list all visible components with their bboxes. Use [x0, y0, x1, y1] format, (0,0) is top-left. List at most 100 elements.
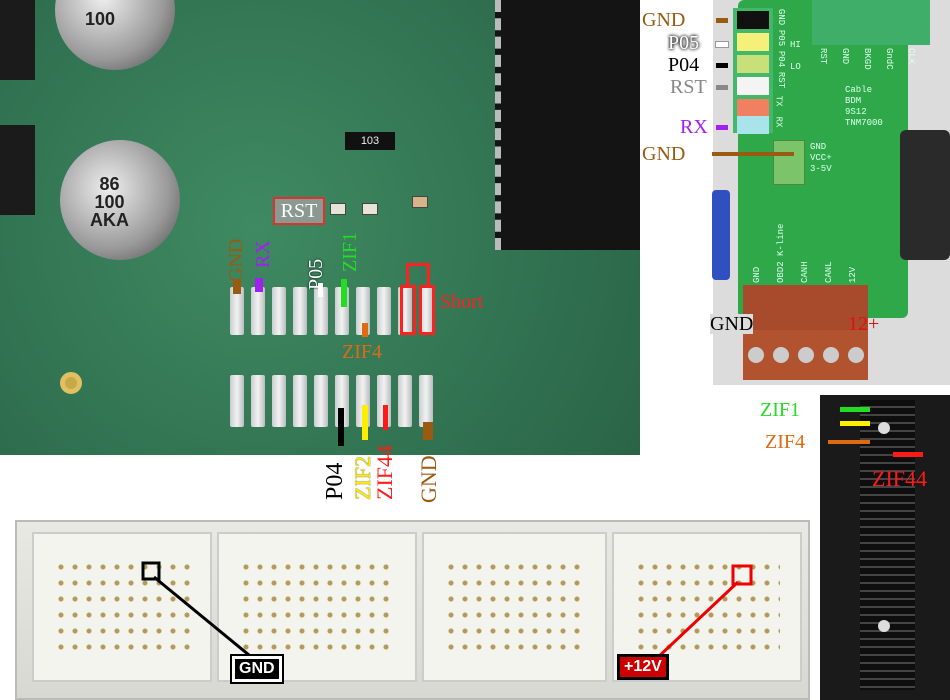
- v12-leader: [653, 580, 740, 662]
- silk-hi: HI: [790, 40, 801, 50]
- pcb-pad: [272, 287, 286, 335]
- marker-p05: [318, 283, 323, 297]
- label-zif4: ZIF4: [342, 341, 382, 363]
- cap-line: 100: [94, 192, 125, 212]
- screw-icon: [797, 347, 814, 363]
- zif-hole: [878, 422, 890, 434]
- pcb-pad: [230, 287, 244, 335]
- screw-icon: [847, 347, 864, 363]
- connector-block: [422, 532, 607, 682]
- marker-zif1: [341, 279, 347, 307]
- bdm-silk-label: GndC: [884, 48, 894, 70]
- pcb-pad: [398, 375, 412, 427]
- marker: [716, 85, 728, 90]
- pcb-pad: [272, 375, 286, 427]
- marker-zif2: [362, 405, 368, 440]
- adapter-label-rx: RX: [680, 116, 708, 138]
- smd-resistor: [330, 203, 346, 215]
- connector-block: [32, 532, 212, 682]
- resistor-103: 103: [345, 132, 395, 150]
- power-silk: GND VCC+ 3-5V: [810, 142, 832, 175]
- terminal-gnd: [737, 11, 769, 29]
- smd-resistor: [362, 203, 378, 215]
- board-text: Cable BDM 9S12 TNM7000: [845, 85, 883, 129]
- smd-capacitor: [412, 196, 428, 208]
- signal-terminal-strip: [733, 8, 773, 134]
- cap-line: 86: [99, 174, 120, 194]
- marker-gnd-bottom: [423, 422, 433, 440]
- gnd-leader-line: [712, 152, 794, 156]
- microcontroller-chip: [495, 0, 640, 250]
- marker-zif4: [362, 323, 368, 337]
- pcb-pad: [314, 287, 328, 335]
- obd-screws: [743, 330, 868, 380]
- connector-gnd-tag: GND: [230, 654, 284, 684]
- silk-vcc: VCC+: [810, 153, 832, 163]
- marker: [840, 407, 870, 412]
- silk-bdm: BDM: [845, 96, 862, 106]
- pcb-pad: [419, 375, 433, 427]
- pcb-pad: [293, 287, 307, 335]
- connector-block: [217, 532, 417, 682]
- pcb-pad: [377, 287, 391, 335]
- zif-label-zif1: ZIF1: [760, 399, 800, 421]
- marker: [840, 421, 870, 426]
- ecu-connector-photo: [15, 520, 810, 700]
- gnd-leader: [153, 575, 256, 662]
- screw-icon: [747, 347, 764, 363]
- v12-pin-highlight: [731, 564, 753, 586]
- marker: [716, 63, 728, 68]
- cap-line: AKA: [90, 210, 129, 230]
- power-terminal: [773, 140, 805, 185]
- marker-zif44: [383, 405, 388, 430]
- adapter-label-p05: P05: [668, 32, 700, 54]
- screw-icon: [772, 347, 789, 363]
- adapter-label-gnd: GND: [642, 9, 686, 31]
- silk-cable: Cable: [845, 85, 873, 95]
- zif-hole: [878, 620, 890, 632]
- bdm-silk-label: GND: [840, 48, 850, 65]
- pcb-pad: [314, 375, 328, 427]
- marker: [715, 41, 729, 48]
- gnd-pin-highlight: [141, 561, 161, 581]
- label-short: Short: [440, 291, 484, 313]
- label-rst: RST: [273, 197, 325, 225]
- pcb-pad: [230, 375, 244, 427]
- short-box: [400, 285, 416, 335]
- terminal-tx: [737, 99, 769, 117]
- pcb-pad: [293, 375, 307, 427]
- terminal-p04: [737, 55, 769, 73]
- bdm-silk-label: BKGD: [862, 48, 872, 70]
- pcb-pad: [251, 287, 265, 335]
- marker: [716, 125, 728, 130]
- pcb-pad: [419, 287, 433, 335]
- component: [0, 0, 35, 80]
- marker-rx: [255, 278, 263, 292]
- screw-icon: [822, 347, 839, 363]
- obd-terminal-block: [743, 285, 868, 330]
- capacitor-text: 100: [85, 9, 116, 29]
- via-hole: [60, 372, 82, 394]
- label-obd-gnd: GND: [710, 313, 754, 335]
- terminal-rx: [737, 116, 769, 134]
- adapter-label-rst: RST: [670, 76, 707, 98]
- terminal-p05: [737, 33, 769, 51]
- side-connector: [712, 190, 730, 280]
- label-obd-12v: 12+: [848, 313, 880, 335]
- silk-9s12: 9S12: [845, 107, 867, 117]
- silk-3-5v: 3-5V: [810, 164, 832, 174]
- zif-label-zif44: ZIF44: [872, 466, 927, 491]
- connector-12v-tag: +12V: [617, 654, 669, 680]
- db15-connector: [900, 130, 950, 260]
- marker: [716, 18, 728, 23]
- adapter-label-gnd-power: GND: [642, 143, 686, 165]
- marker: [828, 440, 870, 444]
- zif-label-zif4: ZIF4: [765, 431, 805, 453]
- component: [0, 125, 35, 215]
- adapter-label-p04: P04: [668, 54, 700, 76]
